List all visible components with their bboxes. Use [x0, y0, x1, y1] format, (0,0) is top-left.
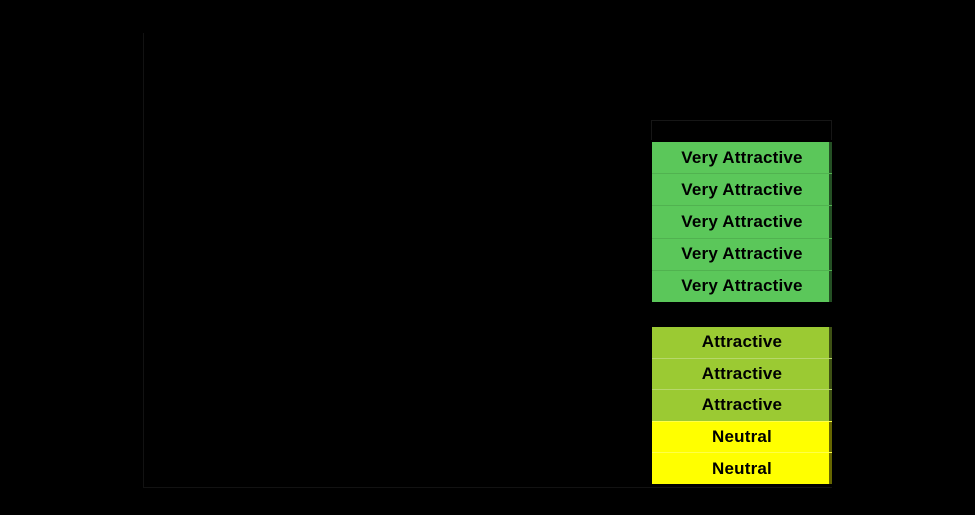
rating-cell-very-attractive[interactable]: Very Attractive	[652, 237, 832, 271]
rating-cell-attractive[interactable]: Attractive	[652, 357, 832, 390]
table-border-bottom	[143, 487, 832, 488]
rating-cell-neutral[interactable]: Neutral	[652, 420, 832, 453]
rating-cell-attractive[interactable]: Attractive	[652, 327, 832, 358]
rating-cell-very-attractive[interactable]: Very Attractive	[652, 173, 832, 206]
very-attractive-rating-block: Very Attractive Very Attractive Very Att…	[651, 140, 832, 303]
attractive-neutral-rating-block: Attractive Attractive Attractive Neutral…	[651, 327, 832, 486]
rating-header-cell-border-top	[651, 120, 832, 121]
rating-cell-neutral[interactable]: Neutral	[652, 452, 832, 484]
table-border-left	[143, 33, 144, 487]
rating-cell-very-attractive[interactable]: Very Attractive	[652, 269, 832, 303]
rating-header-cell-border-right	[831, 120, 832, 140]
rating-cell-very-attractive[interactable]: Very Attractive	[652, 142, 832, 174]
rating-cell-attractive[interactable]: Attractive	[652, 389, 832, 421]
rating-header-cell-border-left	[651, 120, 652, 140]
rating-cell-very-attractive[interactable]: Very Attractive	[652, 205, 832, 238]
